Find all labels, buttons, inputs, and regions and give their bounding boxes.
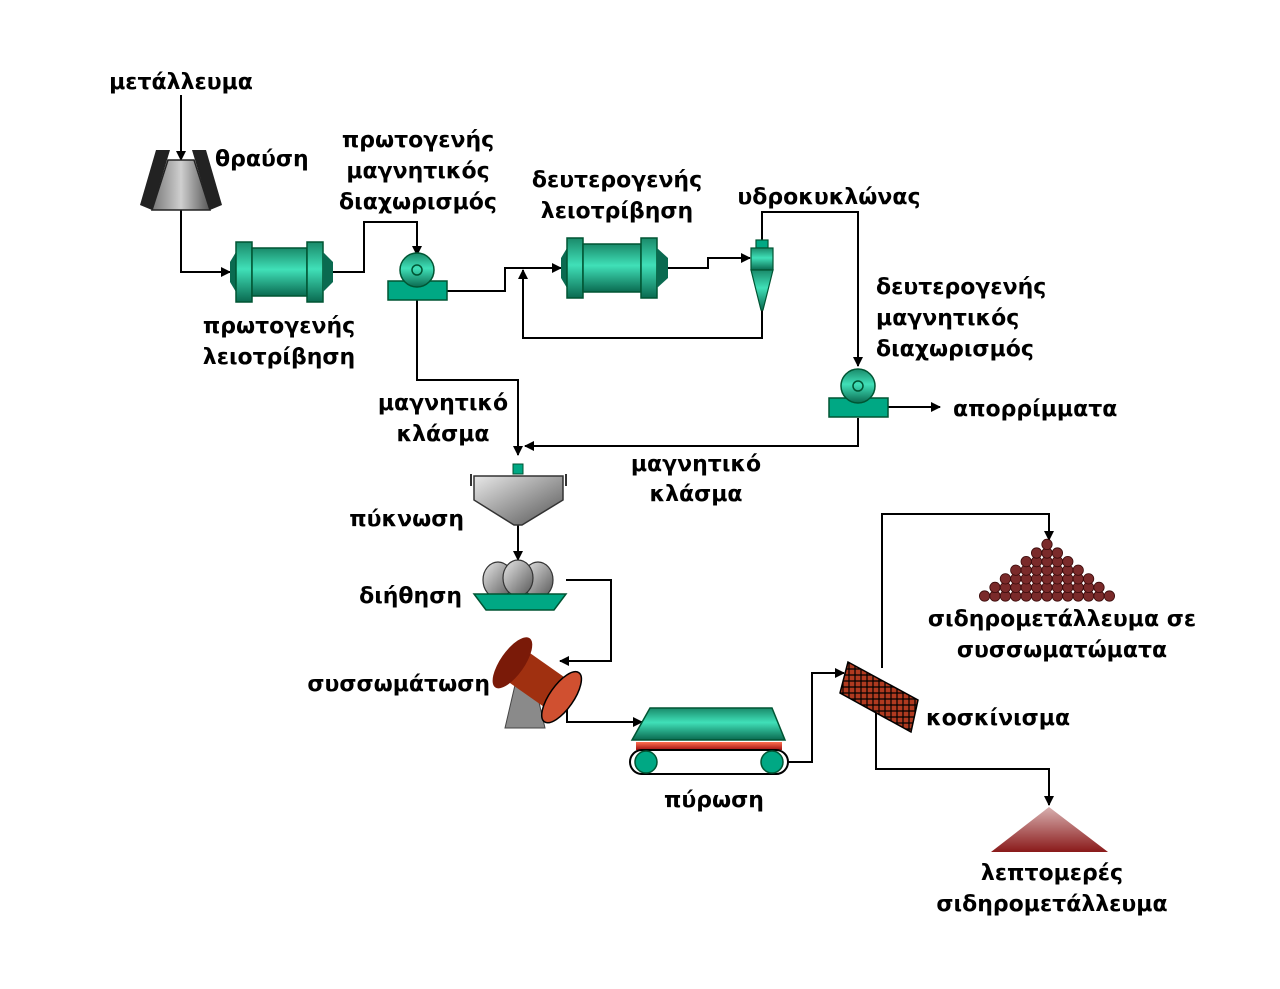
flow-magnetic-1 [416,300,523,456]
pellet-ball [1103,590,1116,602]
crusher-icon [140,150,222,211]
pellet-ball [1072,564,1084,576]
pelletizer-icon [492,637,583,729]
label-firing: πύρωση [664,788,764,813]
label-secondary-grinding-2: λειοτρίβηση [541,199,693,224]
label-pelletizing: συσσωμάτωση [307,672,490,697]
label-primary-grinding-2: λειοτρίβηση [203,345,355,370]
pellet-ball [1020,555,1032,568]
pellet-ball [1031,547,1043,559]
labels: μετάλλευμα θραύση πρωτογενής μαγνητικός … [109,70,1196,917]
flow-magnetic-2 [524,418,859,451]
pellet-ball [1083,573,1095,585]
label-secondary-grinding-1: δευτερογενής [532,168,702,193]
flow-separator-to-mill2 [447,263,562,292]
flow-cyclone-to-separator2 [761,211,863,367]
flow-furnace-to-screen [788,668,845,763]
pellet-ball [1062,555,1074,568]
pellet-ball [1041,538,1053,551]
flow-mill2-to-cyclone [668,253,751,269]
hydrocyclone-icon [750,239,774,311]
label-pellets-product-2: συσσωματώματα [957,638,1167,663]
furnace-icon [629,707,789,775]
flow-mill-to-separator [333,221,422,273]
flow-filter-to-pelletizer [559,579,612,666]
label-secondary-sep-3: διαχωρισμός [876,337,1034,362]
label-fines-product-1: λεπτομερές [981,861,1123,886]
secondary-separator-icon [828,368,889,418]
label-primary-sep-1: πρωτογενής [342,128,494,153]
flow-screen-to-fines [875,705,1054,806]
pellet-ball [999,573,1012,585]
pellet-ball [1051,547,1064,559]
flow-lines [176,95,1054,806]
label-primary-sep-2: μαγνητικός [346,159,489,184]
label-secondary-sep-2: μαγνητικός [876,306,1019,331]
label-pellets-product-1: σιδηρομετάλλευμα σε [928,607,1196,632]
flow-pelletizer-to-furnace [566,700,643,727]
label-magnetic-fraction-2a: μαγνητικό [631,452,761,477]
label-magnetic-fraction-1b: κλάσμα [396,422,489,447]
pellet-ball [1093,581,1105,594]
label-magnetic-fraction-2b: κλάσμα [649,482,742,507]
label-screening: κοσκίνισμα [926,706,1070,731]
thickener-icon [470,463,567,526]
label-secondary-sep-1: δευτερογενής [876,275,1046,300]
pellet-ball [1010,564,1022,576]
flow-crusher-to-mill [180,210,231,277]
label-primary-sep-3: διαχωρισμός [339,190,497,215]
secondary-mill-icon [561,237,668,299]
filter-icon [472,559,568,611]
label-tailings: απορρίμματα [953,397,1117,422]
pellets-pile-icon [978,538,1116,602]
label-primary-grinding-1: πρωτογενής [203,314,355,339]
label-hydrocyclone: υδροκυκλώνας [737,185,920,210]
flow-cyclone-recycle [518,269,763,339]
screen-icon [839,660,919,734]
pellet-ball [989,581,1001,594]
label-magnetic-fraction-1a: μαγνητικό [378,391,508,416]
label-thickening: πύκνωση [349,507,464,532]
primary-mill-icon [230,241,333,303]
primary-separator-icon [387,252,448,301]
fines-pile-icon [991,807,1108,852]
label-ore: μετάλλευμα [109,70,253,95]
label-filtration: διήθηση [359,584,462,609]
pellet-ball [978,590,991,602]
label-fines-product-2: σιδηρομετάλλευμα [936,892,1167,917]
label-crushing: θραύση [215,147,309,172]
flow-screen-to-pellets [881,513,1054,668]
